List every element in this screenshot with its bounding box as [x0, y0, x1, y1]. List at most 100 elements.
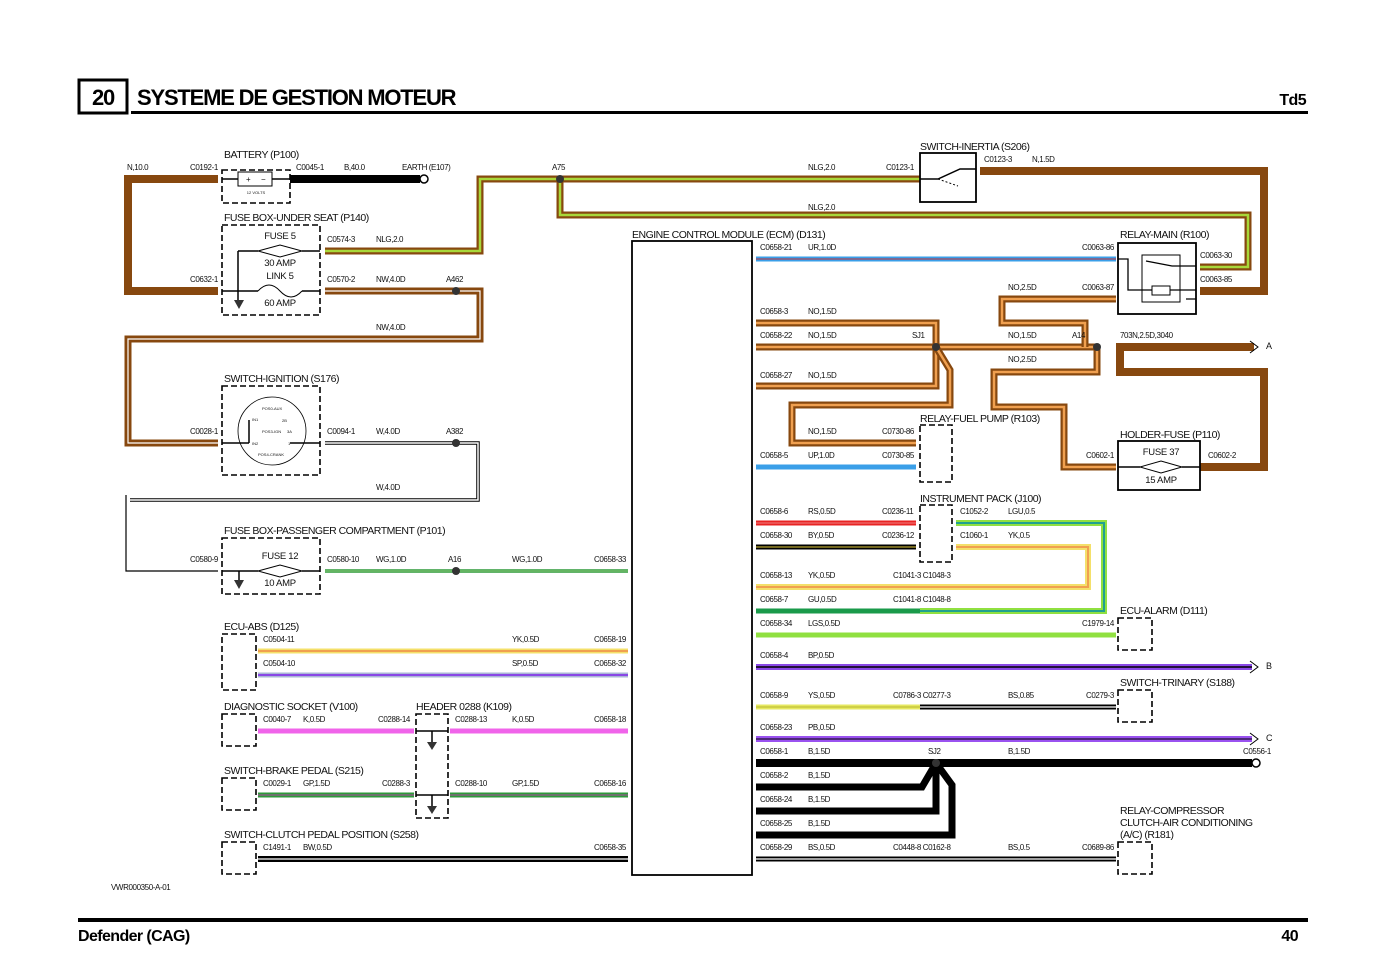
splice-dot: [452, 439, 460, 447]
wire-label: BS,0.5D: [808, 843, 836, 852]
inertia-switch-box[interactable]: [919, 152, 977, 203]
clutch-switch-box[interactable]: [221, 841, 257, 875]
connector-label: C1052-2: [960, 507, 989, 516]
wire-stripe: [558, 179, 1250, 269]
connector-label: C0689-86: [1082, 843, 1115, 852]
fuse-label: 60 AMP: [264, 298, 295, 309]
component-label: FUSE BOX-PASSENGER COMPARTMENT (P101): [224, 525, 445, 537]
relay-main-box[interactable]: [1117, 242, 1197, 315]
connector-label: C0029-1: [263, 779, 292, 788]
section-number: 20: [92, 85, 115, 110]
wire: [125, 495, 218, 572]
battery-box[interactable]: [221, 169, 291, 204]
wire-label: YK,0.5D: [512, 635, 540, 644]
connector-label: C0279-3: [1086, 691, 1115, 700]
ignition-switch-box[interactable]: [221, 385, 321, 476]
component-label: (A/C) (R181): [1120, 829, 1174, 841]
component-label: HEADER 0288 (K109): [416, 701, 511, 713]
splice-label: A382: [446, 427, 464, 436]
connector-label: C0632-1: [190, 275, 219, 284]
vehicle-label: Defender (CAG): [78, 928, 190, 945]
diagnostic-socket-box[interactable]: [221, 713, 257, 747]
wire-label: WG,1.0D: [512, 555, 543, 564]
header-k109-box[interactable]: [415, 713, 449, 819]
splice-label: A462: [446, 275, 464, 284]
connector-label: C0123-1: [886, 163, 915, 172]
component-label: INSTRUMENT PACK (J100): [920, 493, 1041, 505]
wire-label: NLG,2.0: [808, 203, 836, 212]
connector-label: C0045-1: [296, 163, 325, 172]
wire-stripe: [920, 522, 1105, 612]
fusebox-seat-box[interactable]: [221, 224, 321, 316]
brake-switch-box[interactable]: [221, 777, 257, 811]
wire-stripe: [325, 177, 920, 253]
wire-label: NO,1.5D: [808, 307, 837, 316]
fuse-label: 10 AMP: [264, 578, 295, 589]
connector-label: C0658-16: [594, 779, 627, 788]
connector-label: C0504-10: [263, 659, 296, 668]
splice-dot: [1093, 343, 1101, 351]
component-label: CLUTCH-AIR CONDITIONING: [1120, 817, 1253, 829]
fuse-label: 15 AMP: [1145, 475, 1176, 486]
splice-dot: [452, 287, 460, 295]
component-label: RELAY-FUEL PUMP (R103): [920, 413, 1040, 425]
wire-label: PB,0.5D: [808, 723, 836, 732]
splice-label: A16: [448, 555, 462, 564]
splice-label: A14: [1072, 331, 1086, 340]
wire-label: NO,1.5D: [1008, 331, 1037, 340]
wire-label: UR,1.0D: [808, 243, 836, 252]
connector-label: C1491-1: [263, 843, 292, 852]
instrument-pack-box[interactable]: [919, 504, 953, 563]
connector-label: C0580-10: [327, 555, 360, 564]
connector-label: C0123-3: [984, 155, 1013, 164]
battery-plus-icon: +: [246, 175, 251, 184]
component-label: DIAGNOSTIC SOCKET (V100): [224, 701, 358, 713]
ignition-pin-label: IN2: [252, 441, 259, 446]
wire-label: BS,0.5: [1008, 843, 1031, 852]
wire-label: GP,1.5D: [303, 779, 330, 788]
wire-label: UP,1.0D: [808, 451, 835, 460]
ignition-pin-label: POS0-AUX: [262, 406, 283, 411]
connector-label: C0658-3: [760, 307, 789, 316]
connector-label: C0192-1: [190, 163, 219, 172]
fuse-label: LINK 5: [266, 271, 293, 282]
component-label: SWITCH-BRAKE PEDAL (S215): [224, 765, 363, 777]
connector-label: C0658-29: [760, 843, 793, 852]
trinary-switch-box[interactable]: [1117, 689, 1153, 723]
splice-dot: [556, 175, 564, 183]
relay-fuel-pump-box[interactable]: [919, 424, 953, 483]
header-rule: [131, 111, 1308, 114]
ecu-abs-box[interactable]: [221, 633, 257, 691]
component-label: SWITCH-CLUTCH PEDAL POSITION (S258): [224, 829, 418, 841]
earth-icon: [1251, 758, 1261, 768]
page-header: 20 SYSTEME DE GESTION MOTEUR Td5: [77, 78, 1308, 115]
ground-icon: [234, 580, 244, 589]
connector-label: C0658-24: [760, 795, 793, 804]
ecm-box[interactable]: [631, 240, 753, 876]
splice-label: A75: [552, 163, 566, 172]
connector-label: C0580-9: [190, 555, 219, 564]
connector-label: C1979-14: [1082, 619, 1115, 628]
ecu-alarm-box[interactable]: [1117, 617, 1153, 651]
wire-label: NO,2.5D: [1008, 355, 1037, 364]
connector-label: C0658-22: [760, 331, 793, 340]
connector-label: C0658-19: [594, 635, 627, 644]
fusebox-passenger-box[interactable]: [221, 537, 321, 595]
wire-label: W,4.0D: [376, 483, 400, 492]
fuse-icon: [1138, 460, 1184, 474]
offpage-arrow-icon: [1249, 340, 1259, 746]
connector-label: C0574-3: [327, 235, 356, 244]
component-label: ECU-ABS (D125): [224, 621, 299, 633]
fuse-label: FUSE 5: [264, 231, 295, 242]
fuse-label: 30 AMP: [264, 258, 295, 269]
fuse-icon: [256, 244, 304, 258]
connector-label: C0730-85: [882, 451, 915, 460]
connector-label: C0040-7: [263, 715, 292, 724]
wire-label: B,1.5D: [808, 795, 831, 804]
wire-label: B,1.5D: [808, 747, 831, 756]
connector-label: C0288-13: [455, 715, 488, 724]
compressor-relay-box[interactable]: [1117, 841, 1153, 875]
wire-label: K,0.5D: [512, 715, 535, 724]
